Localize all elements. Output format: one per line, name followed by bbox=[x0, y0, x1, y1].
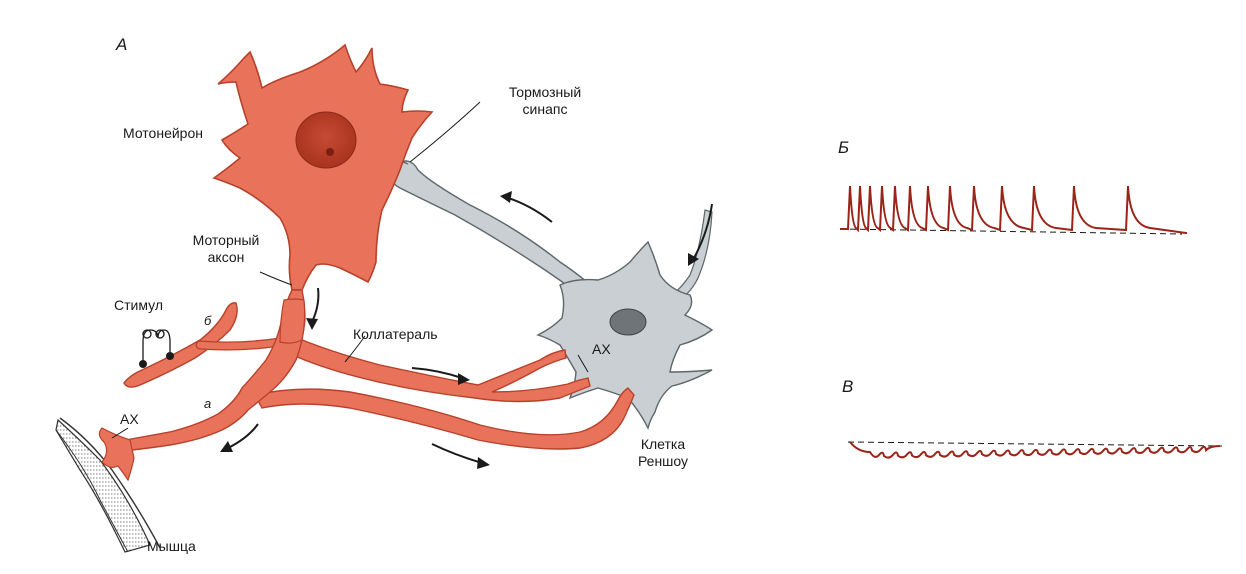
renshaw-nucleus bbox=[609, 308, 647, 336]
label-collateral: Коллатераль bbox=[353, 326, 438, 342]
motoneuron-nucleus bbox=[295, 111, 357, 169]
collateral-upper bbox=[285, 334, 591, 403]
leader-lines bbox=[111, 101, 589, 439]
branch-b-nerve bbox=[123, 302, 238, 388]
label-ach-muscle: АХ bbox=[120, 411, 139, 427]
arrowheads bbox=[220, 191, 699, 469]
collateral-lower bbox=[253, 387, 635, 450]
label-renshaw-cell: Клетка Реншоу bbox=[628, 436, 698, 470]
motoneuron-nucleolus bbox=[326, 148, 334, 156]
panel-label-a: А bbox=[116, 35, 128, 54]
muscle bbox=[55, 417, 161, 553]
label-renshaw-cell-line1: Клетка bbox=[640, 436, 686, 452]
label-stimulus: Стимул bbox=[114, 297, 163, 313]
label-motor-axon-line1: Моторный bbox=[192, 232, 260, 248]
panel-label-b: Б bbox=[838, 138, 850, 157]
label-inhibitory-synapse-line2: синапс bbox=[522, 101, 568, 117]
neuromuscular-junction bbox=[98, 427, 135, 482]
myelin-segment bbox=[279, 298, 306, 344]
label-motoneuron: Мотонейрон bbox=[123, 125, 203, 141]
label-inhibitory-synapse: Тормозный синапс bbox=[495, 84, 595, 118]
label-branch-b: б bbox=[204, 313, 212, 328]
panel-label-v: В bbox=[842, 377, 854, 396]
stimulus-electrode bbox=[142, 329, 171, 362]
electrode-tip-2 bbox=[166, 352, 174, 360]
label-motor-axon-line2: аксон bbox=[207, 249, 245, 265]
electrode-tip-1 bbox=[139, 360, 147, 368]
label-ach-renshaw: АХ bbox=[592, 341, 611, 357]
label-branch-a: а bbox=[204, 396, 212, 411]
label-muscle: Мышца bbox=[147, 538, 196, 554]
trace-v bbox=[847, 441, 1223, 459]
label-renshaw-cell-line2: Реншоу bbox=[637, 453, 689, 469]
trace-b bbox=[839, 185, 1187, 235]
label-motor-axon: Моторный аксон bbox=[180, 232, 272, 266]
label-inhibitory-synapse-line1: Тормозный bbox=[508, 84, 582, 100]
